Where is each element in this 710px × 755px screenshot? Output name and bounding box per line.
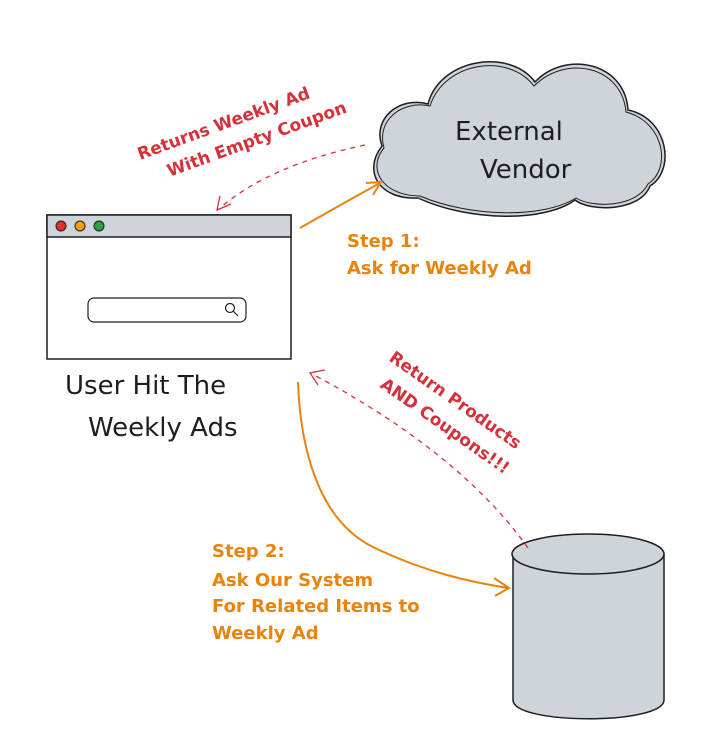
step2-label-line4: Weekly Ad — [212, 623, 319, 644]
step2-label-line3: For Related Items to — [212, 596, 420, 617]
external-vendor-cloud: External Vendor — [373, 61, 666, 217]
browser-window — [46, 214, 292, 360]
browser-caption-line1: User Hit The — [65, 371, 226, 401]
step2-arrow — [297, 381, 511, 597]
maximize-dot-icon — [93, 220, 105, 232]
step1-label-line1: Step 1: — [347, 231, 420, 252]
step2-label-line2: Ask Our System — [212, 570, 373, 591]
search-input[interactable] — [87, 297, 247, 323]
close-dot-icon — [55, 220, 67, 232]
return-products-arrow — [308, 369, 529, 549]
return-products-label: Return Products AND Coupons!!! — [376, 348, 524, 479]
step2-label-line1: Step 2: — [212, 541, 285, 562]
cloud-label-line1: External — [455, 117, 563, 147]
returns-weekly-arrow — [216, 144, 366, 212]
cloud-label-line2: Vendor — [480, 155, 572, 185]
step1-arrow — [299, 180, 383, 229]
browser-title-bar — [46, 214, 292, 238]
step1-label-line2: Ask for Weekly Ad — [347, 258, 532, 279]
browser-caption-line2: Weekly Ads — [88, 413, 238, 443]
returns-weekly-label: Returns Weekly Ad With Empty Coupon — [135, 84, 350, 182]
our-system-database — [511, 533, 665, 720]
minimize-dot-icon — [74, 220, 86, 232]
search-icon — [224, 302, 239, 317]
